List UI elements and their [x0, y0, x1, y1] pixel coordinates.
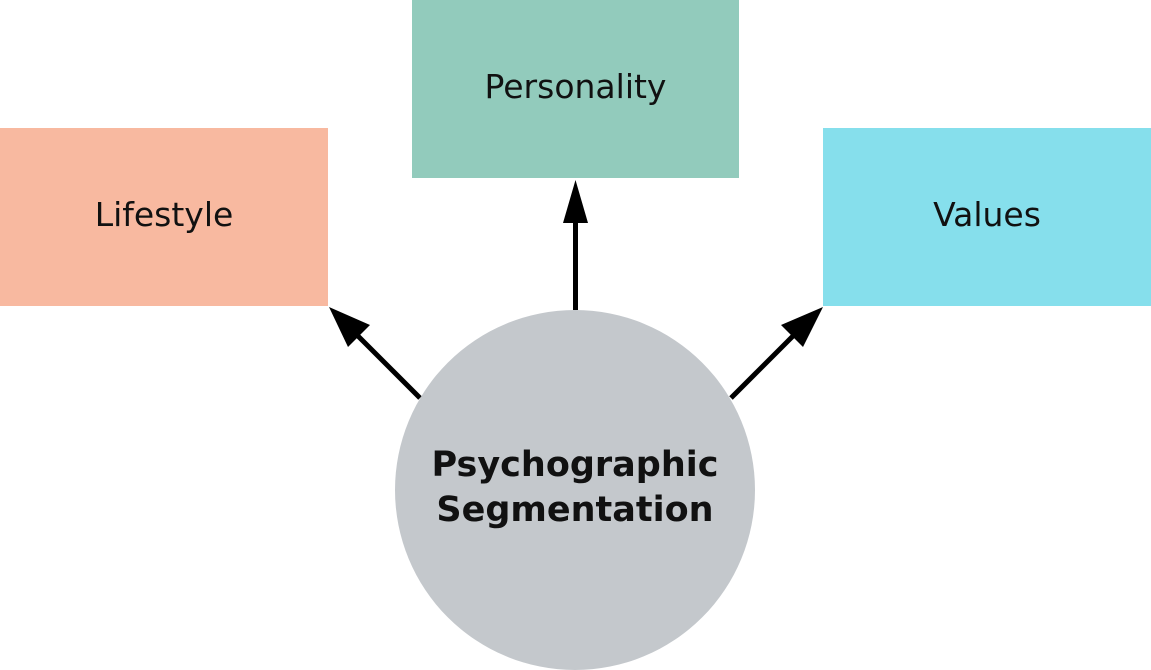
values-node: Values	[823, 128, 1151, 306]
lifestyle-node: Lifestyle	[0, 128, 328, 306]
arrow-to-values	[729, 307, 823, 400]
values-label: Values	[933, 194, 1041, 234]
arrow-to-lifestyle	[329, 307, 422, 400]
center-label-line2: Segmentation	[436, 490, 714, 530]
personality-node: Personality	[412, 0, 739, 178]
psychographic-segmentation-node: Psychographic Segmentation	[395, 310, 755, 670]
personality-label: Personality	[484, 66, 667, 106]
arrow-to-personality	[563, 180, 588, 310]
center-label-line1: Psychographic	[431, 445, 719, 485]
lifestyle-label: Lifestyle	[94, 194, 234, 234]
center-label: Psychographic Segmentation	[431, 443, 718, 533]
